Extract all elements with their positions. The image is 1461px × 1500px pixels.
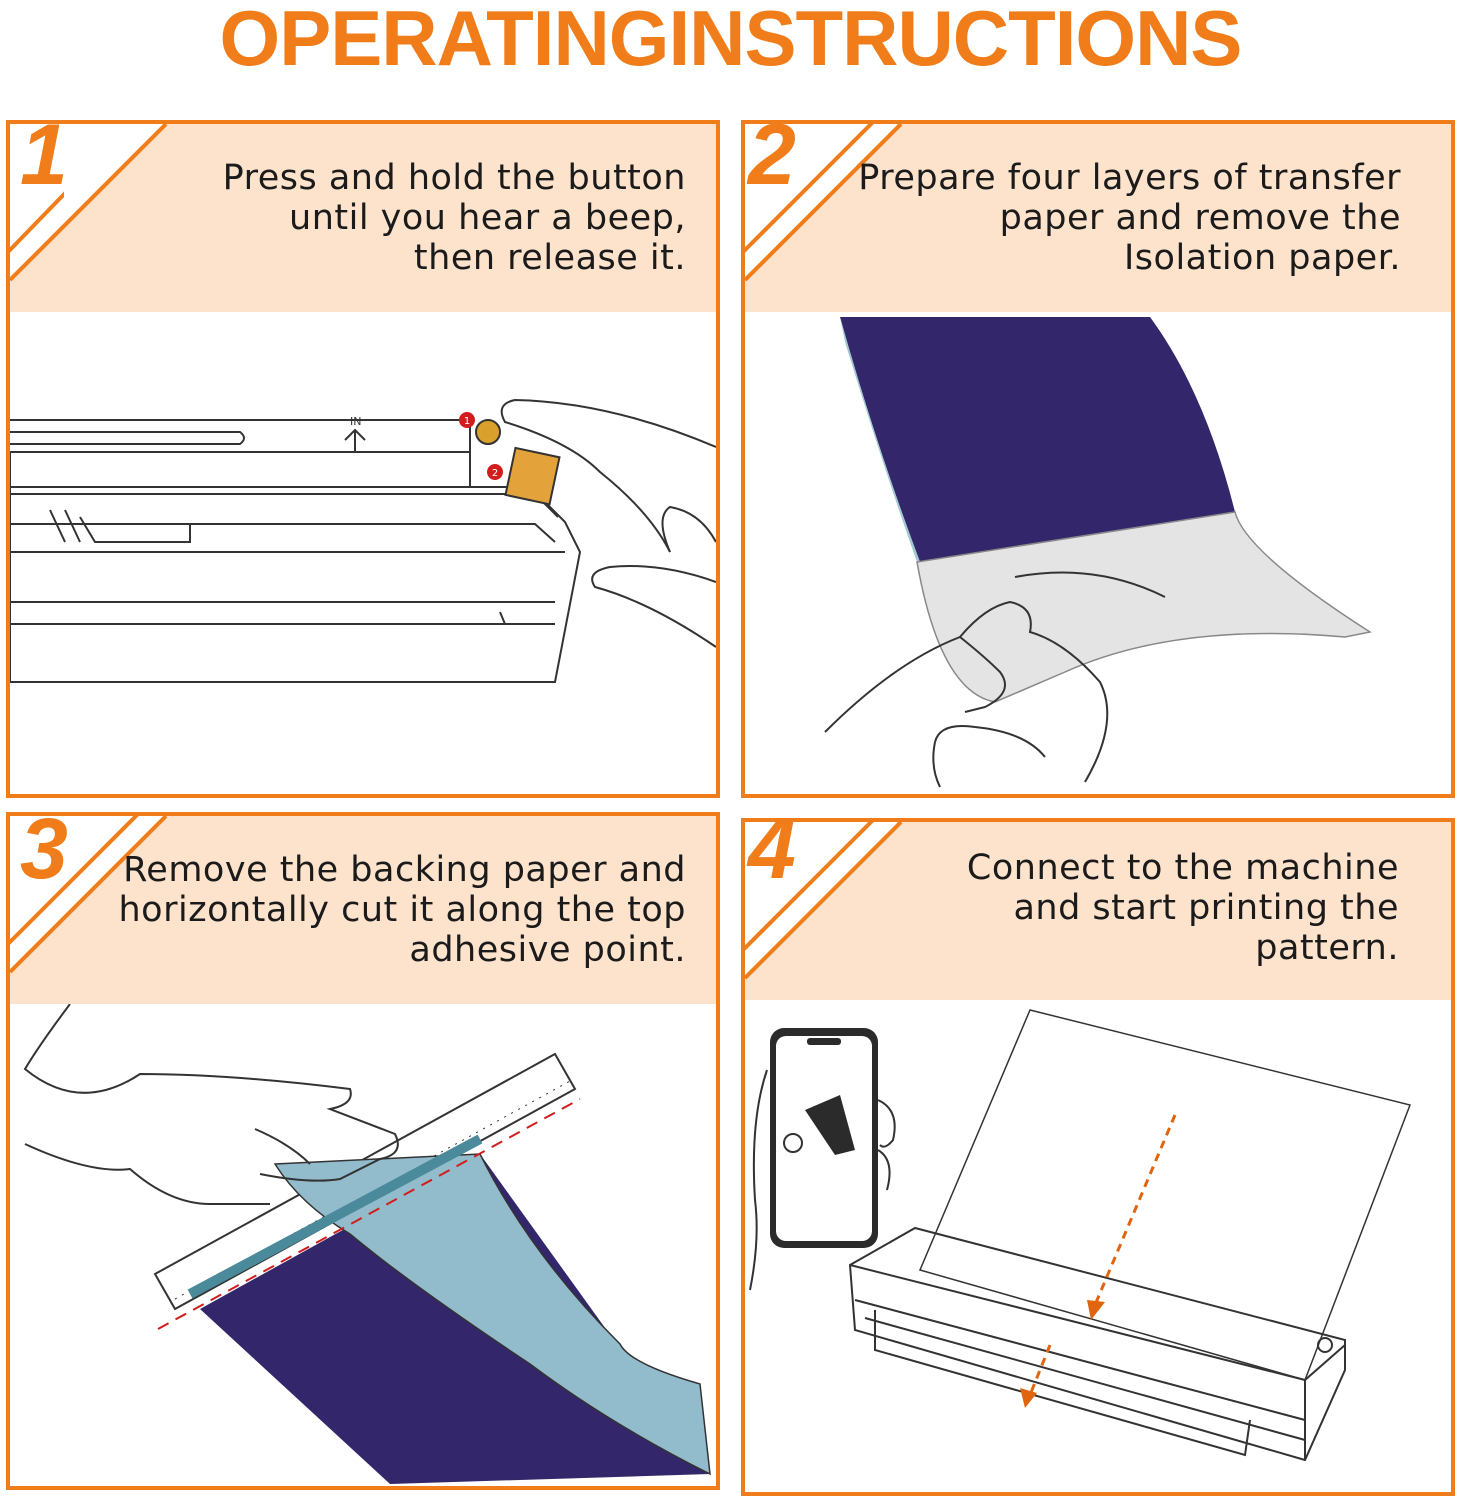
step-3-slash <box>6 812 140 946</box>
step-3-instruction: Remove the backing paper and horizontall… <box>118 850 686 970</box>
step-2-illustration <box>824 317 1372 788</box>
step-1-number: 1 <box>20 107 68 203</box>
corner-cut <box>10 124 168 282</box>
step-3-number: 3 <box>20 801 68 897</box>
step-3-panel: Remove the backing paper and horizontall… <box>6 812 720 1490</box>
corner-cut <box>10 816 168 974</box>
page-title: OPERATINGINSTRUCTIONS <box>219 0 1243 82</box>
callout-2: 2 <box>492 468 498 479</box>
step-1-slash <box>6 191 64 254</box>
step-2-panel: Prepare four layers of transfer paper an… <box>741 120 1455 798</box>
step-4-number: 4 <box>748 801 796 897</box>
step-4-panel: Connect to the machine and start printin… <box>741 818 1455 1496</box>
step-2-number: 2 <box>748 107 796 203</box>
step-2-slash <box>741 120 875 254</box>
step-1-instruction: Press and hold the button until you hear… <box>222 158 686 278</box>
callout-1: 1 <box>464 416 470 427</box>
step-1-illustration: IN 1 2 <box>10 398 716 683</box>
step-4-slash <box>741 818 875 952</box>
step-4-instruction: Connect to the machine and start printin… <box>966 848 1399 968</box>
step-1-panel: Press and hold the button until you hear… <box>6 120 720 798</box>
svg-text:IN: IN <box>350 415 361 428</box>
step-3-illustration <box>23 1004 711 1484</box>
corner-cut <box>745 822 903 980</box>
step-2-instruction: Prepare four layers of transfer paper an… <box>858 158 1401 278</box>
step-4-illustration <box>749 1009 1412 1462</box>
corner-cut <box>745 124 903 282</box>
